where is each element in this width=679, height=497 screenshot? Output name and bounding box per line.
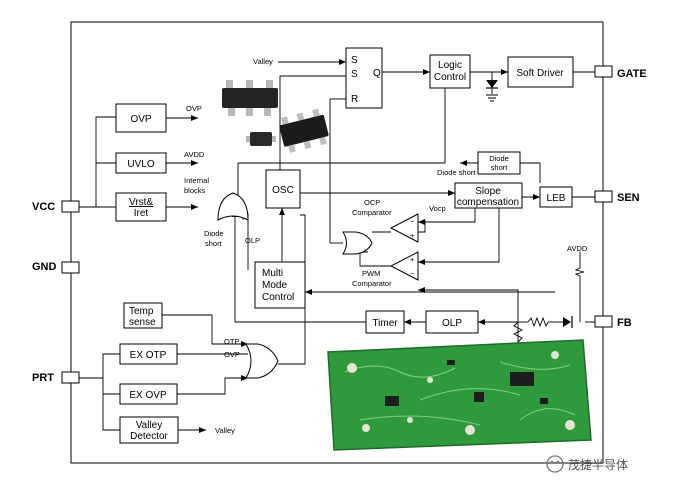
- sr-s-label: S: [351, 69, 358, 80]
- uvlo-block: [115, 152, 167, 174]
- multi-mode-block: [254, 261, 306, 309]
- internal-blocks-label-1: Internal: [184, 176, 209, 185]
- gate-pin-label: GATE: [617, 68, 647, 80]
- leb-label: LEB: [547, 193, 566, 204]
- avdd-output-label: AVDD: [184, 150, 205, 159]
- diode-short-block-label-1: Diode: [489, 154, 509, 163]
- fb-pin[interactable]: [594, 315, 613, 328]
- timer-block: [365, 310, 405, 334]
- multi-mode-label-3: Control: [262, 292, 294, 303]
- prt-pin-label: PRT: [32, 372, 54, 384]
- valley-output-label: Valley: [215, 426, 235, 435]
- ex-otp-block: [119, 343, 178, 365]
- gate-pin[interactable]: [594, 65, 613, 78]
- internal-blocks-label-2: blocks: [184, 186, 206, 195]
- pwm-comparator-label-2: Comparator: [352, 279, 392, 288]
- or-gate-comparators: [342, 231, 373, 255]
- sr-r-label: R: [351, 94, 358, 105]
- ex-otp-label: EX OTP: [130, 350, 167, 361]
- vocp-label: Vocp: [429, 204, 446, 213]
- vrst-block: [115, 192, 167, 222]
- osc-label: OSC: [272, 185, 294, 196]
- ocp-comparator-label-2: Comparator: [352, 208, 392, 217]
- ovp-block-label: OVP: [130, 114, 151, 125]
- ocp-minus: −: [410, 217, 415, 226]
- diode-short-block-label-2: short: [491, 163, 509, 172]
- gate-diode-short-label-1: Diode: [204, 229, 224, 238]
- prt-pin[interactable]: [61, 371, 80, 384]
- ex-ovp-label: EX OVP: [129, 390, 167, 401]
- gnd-pin-label: GND: [32, 261, 57, 273]
- watermark: 茂捷半导体: [546, 455, 628, 473]
- fb-resistor: [527, 316, 549, 328]
- ovp-signal-label: OVP: [224, 350, 240, 359]
- fb-pin-label: FB: [617, 317, 632, 329]
- watermark-text: 茂捷半导体: [568, 458, 628, 472]
- pcb-photo: [327, 339, 592, 451]
- valley-input-label: Valley: [253, 57, 273, 66]
- sot23-chip-photo: [222, 80, 278, 116]
- ocp-comparator: [389, 213, 419, 243]
- diode-short-output-label: Diode short: [437, 168, 476, 177]
- diode-short-block: [477, 151, 521, 175]
- sen-pin-label: SEN: [617, 192, 640, 204]
- vcc-pin[interactable]: [61, 200, 80, 213]
- timer-label: Timer: [372, 318, 398, 329]
- olp-label: OLP: [442, 318, 462, 329]
- temp-sense-label-1: Temp: [129, 306, 154, 317]
- ex-ovp-block: [119, 383, 178, 405]
- or-gate-protection: [245, 343, 279, 379]
- vcc-pin-label: VCC: [32, 201, 55, 213]
- slope-label-1: Slope: [475, 186, 501, 197]
- slope-label-2: compensation: [457, 197, 519, 208]
- sot23-chip-photo-2: [279, 108, 329, 153]
- fb-vertical-resistor: [574, 267, 585, 277]
- otp-signal-label: OTP: [224, 337, 239, 346]
- multi-mode-label-2: Mode: [262, 280, 287, 291]
- feedback-resistor: [512, 321, 524, 343]
- soft-driver-block: [507, 56, 574, 88]
- osc-block: [265, 169, 301, 209]
- ovp-block: [115, 103, 167, 133]
- valley-detector-block: [119, 416, 179, 444]
- pwm-minus: −: [410, 269, 415, 278]
- valley-detector-label-2: Detector: [130, 431, 168, 442]
- logic-control-block: [429, 54, 471, 89]
- fb-diode-symbol: [563, 317, 571, 327]
- olp-input-label: OLP: [245, 236, 260, 245]
- soft-driver-label: Soft Driver: [516, 68, 564, 79]
- avdd-fb-label: AVDD: [567, 244, 588, 253]
- gate-diode-symbol: [486, 80, 498, 88]
- vrst-block-label-2: Iret: [134, 208, 149, 219]
- valley-detector-label-1: Valley: [136, 420, 163, 431]
- leb-block: [539, 186, 573, 208]
- uvlo-block-label: UVLO: [127, 159, 154, 170]
- wires: [79, 61, 595, 431]
- logic-control-label-1: Logic: [438, 60, 462, 71]
- multi-mode-label-1: Multi: [262, 268, 283, 279]
- slope-compensation-block: [454, 182, 523, 209]
- temp-sense-label-2: sense: [129, 317, 156, 328]
- small-chip-photo: [246, 132, 276, 146]
- logic-control-label-2: Control: [434, 72, 466, 83]
- ocp-plus: +: [410, 231, 415, 240]
- gate-diode-short-label-2: short: [205, 239, 223, 248]
- sr-s-top-label: S: [351, 55, 358, 66]
- ovp-output-label: OVP: [186, 104, 202, 113]
- pwm-comparator-label-1: PWM: [362, 269, 380, 278]
- or-gate-left: [217, 192, 249, 221]
- gnd-pin[interactable]: [61, 261, 80, 274]
- ocp-comparator-label-1: OCP: [364, 198, 380, 207]
- wechat-logo-icon: [546, 455, 564, 473]
- sr-latch: [345, 47, 383, 109]
- vrst-block-label-1: Vrst&: [129, 197, 153, 208]
- arrowheads: [191, 59, 540, 433]
- pwm-comparator: [389, 251, 419, 281]
- pwm-plus: +: [410, 255, 415, 264]
- sen-pin[interactable]: [594, 190, 613, 203]
- sr-q-label: Q: [373, 68, 381, 79]
- olp-block: [425, 310, 479, 334]
- temp-sense-block: [123, 302, 163, 329]
